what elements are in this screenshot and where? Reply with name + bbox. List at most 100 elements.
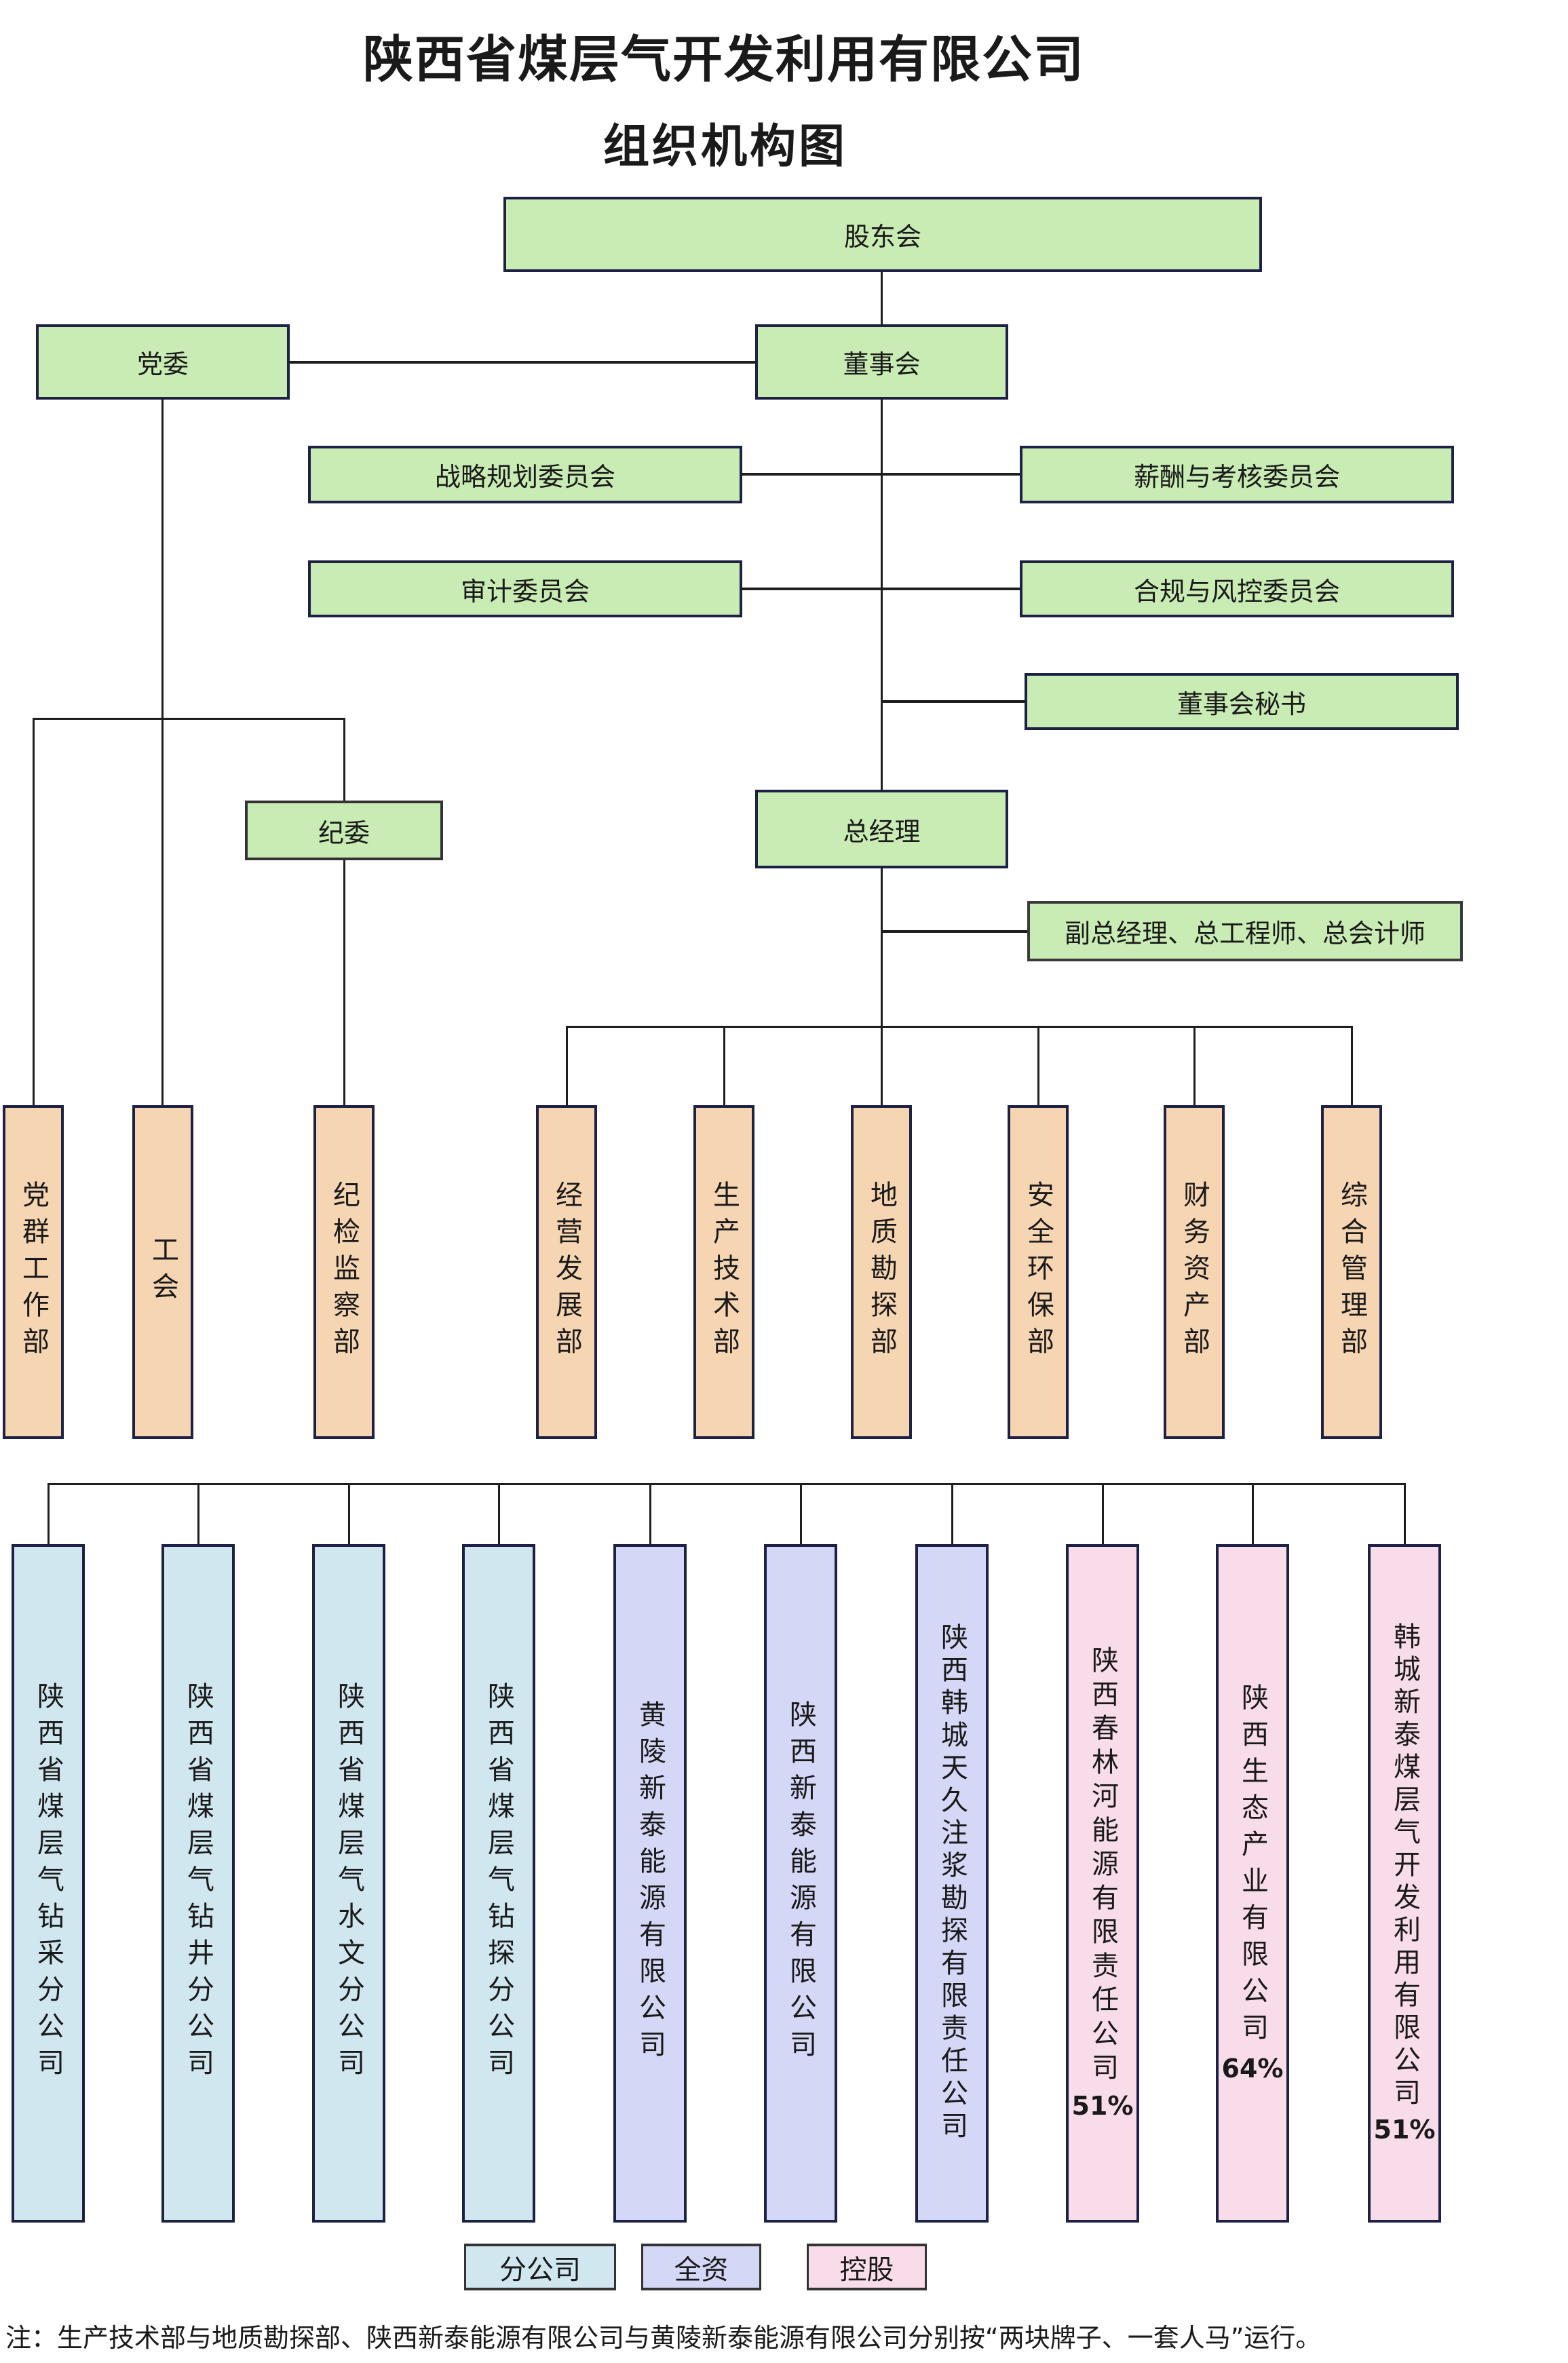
- department-box[interactable]: 综合管理部: [1321, 1105, 1382, 1439]
- department-box[interactable]: 财务资产部: [1164, 1105, 1225, 1439]
- strategy-committee-label: 战略规划委员会: [434, 462, 615, 492]
- strategy-committee-box[interactable]: 战略规划委员会: [308, 446, 742, 503]
- board-box[interactable]: 董事会: [755, 324, 1008, 400]
- department-box[interactable]: 生产技术部: [693, 1105, 754, 1439]
- subsidiary-box[interactable]: 陕西省煤层气钻探分公司: [462, 1544, 535, 2223]
- subsidiary-box[interactable]: 陕西新泰能源有限公司: [764, 1544, 837, 2223]
- subsidiary-box[interactable]: 陕西生态产业有限公司 64%: [1216, 1544, 1289, 2223]
- subsidiary-box[interactable]: 陕西韩城天久注浆勘探有限责任公司: [915, 1544, 989, 2223]
- footnote: 注：生产技术部与地质勘探部、陕西新泰能源有限公司与黄陵新泰能源有限公司分别按“两…: [5, 2323, 1322, 2353]
- board-secretary-box[interactable]: 董事会秘书: [1025, 673, 1459, 730]
- subsidiary-name: 黄陵新泰能源有限公司: [634, 1700, 666, 2067]
- board-secretary-label: 董事会秘书: [1177, 689, 1306, 719]
- subsidiary-name: 陕西省煤层气钻井分公司: [183, 1682, 214, 2085]
- connector-line: [161, 400, 164, 1105]
- compliance-committee-box[interactable]: 合规与风控委员会: [1020, 560, 1454, 617]
- compliance-committee-label: 合规与风控委员会: [1133, 576, 1340, 607]
- party-department-label: 纪检监察部: [328, 1180, 360, 1364]
- department-label: 综合管理部: [1336, 1180, 1367, 1364]
- general-manager-label: 总经理: [843, 816, 921, 847]
- subsidiary-name: 韩城新泰煤层气开发利用有限公司: [1389, 1622, 1420, 2111]
- party-department-label: 党群工作部: [18, 1180, 49, 1364]
- subsidiary-box[interactable]: 黄陵新泰能源有限公司: [613, 1544, 687, 2223]
- compensation-committee-box[interactable]: 薪酬与考核委员会: [1020, 446, 1454, 503]
- subsidiary-name: 陕西省煤层气钻采分公司: [33, 1682, 64, 2085]
- connector-line: [1404, 1483, 1406, 1544]
- connector-line: [881, 700, 1025, 703]
- subsidiary-name: 陕西韩城天久注浆勘探有限责任公司: [936, 1623, 968, 2144]
- subsidiary-box[interactable]: 陕西省煤层气水文分公司: [312, 1544, 385, 2223]
- connector-line: [800, 1483, 802, 1544]
- connector-line: [33, 718, 345, 720]
- share-percentage: 64%: [1221, 2054, 1284, 2083]
- party-department-box[interactable]: 党群工作部: [3, 1105, 64, 1439]
- legend-wholly-owned: 全资: [641, 2244, 761, 2290]
- department-label: 经营发展部: [551, 1180, 582, 1364]
- connector-line: [951, 1483, 953, 1544]
- connector-line: [47, 1483, 1405, 1485]
- deputies-label: 副总经理、总工程师、总会计师: [1064, 919, 1426, 948]
- legend-branch: 分公司: [464, 2244, 616, 2290]
- subsidiary-box[interactable]: 陕西省煤层气钻井分公司: [161, 1544, 235, 2223]
- shareholders-box[interactable]: 股东会: [503, 197, 1262, 272]
- compensation-committee-label: 薪酬与考核委员会: [1133, 462, 1340, 492]
- share-percentage: 51%: [1071, 2091, 1134, 2121]
- connector-line: [1102, 1483, 1104, 1544]
- subsidiary-box[interactable]: 陕西省煤层气钻采分公司: [12, 1544, 85, 2223]
- department-box[interactable]: 地质勘探部: [851, 1105, 912, 1439]
- subsidiary-box[interactable]: 韩城新泰煤层气开发利用有限公司 51%: [1368, 1544, 1441, 2223]
- subsidiary-name: 陕西省煤层气水文分公司: [333, 1682, 364, 2085]
- share-percentage: 51%: [1373, 2115, 1436, 2145]
- connector-line: [33, 718, 35, 1105]
- connector-line: [343, 860, 345, 1105]
- discipline-committee-label: 纪委: [318, 818, 370, 848]
- general-manager-box[interactable]: 总经理: [755, 790, 1008, 868]
- connector-line: [343, 718, 345, 801]
- connector-line: [567, 1026, 1352, 1028]
- legend-holding: 控股: [807, 2244, 927, 2290]
- chart-subtitle: 组织机构图: [603, 119, 847, 174]
- connector-line: [1351, 1026, 1353, 1105]
- legend-holding-label: 控股: [839, 2254, 894, 2286]
- connector-line: [649, 1483, 651, 1544]
- subsidiary-name: 陕西生态产业有限公司: [1237, 1683, 1268, 2050]
- board-label: 董事会: [843, 349, 921, 379]
- connector-line: [1252, 1483, 1254, 1544]
- party-department-box[interactable]: 工会: [132, 1105, 193, 1439]
- subsidiary-name: 陕西春林河能源有限责任公司: [1087, 1646, 1118, 2087]
- shareholders-label: 股东会: [843, 222, 921, 252]
- legend-wholly-owned-label: 全资: [674, 2254, 729, 2286]
- connector-line: [1193, 1026, 1196, 1105]
- discipline-committee-box[interactable]: 纪委: [245, 801, 443, 860]
- subsidiary-name: 陕西新泰能源有限公司: [785, 1700, 816, 2067]
- department-label: 生产技术部: [708, 1180, 740, 1364]
- connector-line: [47, 1483, 50, 1544]
- connector-line: [566, 1026, 568, 1105]
- party-department-box[interactable]: 纪检监察部: [313, 1105, 375, 1439]
- department-box[interactable]: 安全环保部: [1008, 1105, 1069, 1439]
- audit-committee-label: 审计委员会: [460, 576, 590, 607]
- connector-line: [742, 588, 1020, 590]
- audit-committee-box[interactable]: 审计委员会: [308, 560, 742, 617]
- department-label: 地质勘探部: [866, 1180, 897, 1364]
- party-committee-box[interactable]: 党委: [36, 324, 290, 400]
- connector-line: [348, 1483, 350, 1544]
- connector-line: [881, 868, 883, 1105]
- party-committee-label: 党委: [136, 349, 189, 379]
- connector-line: [498, 1483, 500, 1544]
- subsidiary-name: 陕西省煤层气钻探分公司: [483, 1682, 514, 2085]
- subsidiary-box[interactable]: 陕西春林河能源有限责任公司 51%: [1066, 1544, 1139, 2223]
- connector-line: [290, 361, 755, 364]
- department-label: 安全环保部: [1022, 1180, 1054, 1364]
- legend-branch-label: 分公司: [499, 2254, 581, 2286]
- connector-line: [1037, 1026, 1039, 1105]
- company-title: 陕西省煤层气开发利用有限公司: [363, 31, 1085, 89]
- department-label: 财务资产部: [1179, 1180, 1210, 1364]
- connector-line: [881, 930, 1027, 933]
- department-box[interactable]: 经营发展部: [536, 1105, 597, 1439]
- connector-line: [881, 272, 883, 324]
- connector-line: [742, 473, 1020, 476]
- party-department-label: 工会: [147, 1235, 178, 1309]
- connector-line: [197, 1483, 199, 1544]
- deputies-box[interactable]: 副总经理、总工程师、总会计师: [1027, 901, 1463, 961]
